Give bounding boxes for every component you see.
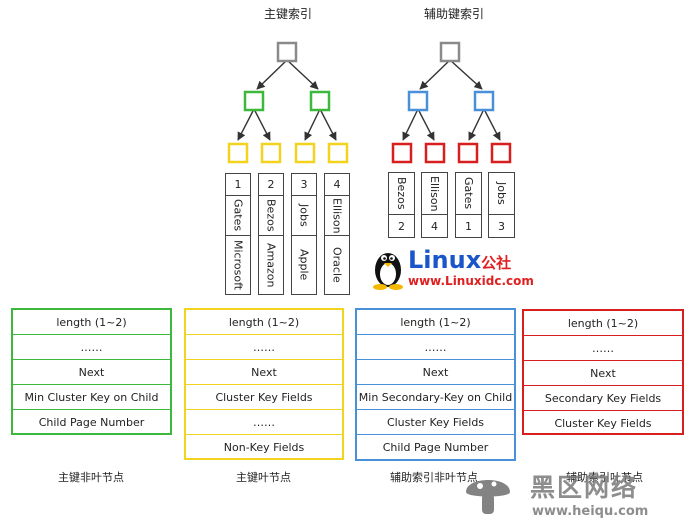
- structure-row: Child Page Number: [38, 416, 145, 429]
- structure-row: ……: [357, 335, 514, 360]
- record-company: Microsoft: [231, 239, 245, 291]
- structure-row: Cluster Key Fields: [357, 410, 514, 435]
- record-name: Bezos: [264, 199, 278, 232]
- record-id: 3: [498, 219, 505, 233]
- record-id: 4: [333, 178, 341, 191]
- record-id: 2: [267, 178, 275, 191]
- primary-record-3: 3 Jobs Apple: [291, 173, 317, 295]
- primary-leaf-node-4: [327, 142, 349, 164]
- primary-leaf-structure: length (1~2) …… Next Cluster Key Fields …: [184, 308, 344, 460]
- structure-row: length (1~2): [186, 310, 342, 335]
- watermark-text: 黑区网络: [530, 473, 639, 502]
- secondary-leaf-structure: length (1~2) …… Next Secondary Key Field…: [522, 309, 684, 435]
- watermark-url: www.heiqu.com: [532, 504, 649, 519]
- structure-row: Min Secondary-Key on Child: [357, 385, 514, 410]
- structure-row: ……: [13, 335, 170, 360]
- secondary-internal-node-left: [407, 90, 429, 112]
- secondary-leaf-node-3: [457, 142, 479, 164]
- primary-record-2: 2 Bezos Amazon: [258, 173, 284, 295]
- primary-index-title: 主键索引: [264, 7, 313, 21]
- primary-leaf-caption: 主键叶节点: [236, 471, 291, 484]
- secondary-record-3: Gates 1: [455, 172, 482, 238]
- linuxidc-logo: Linux公社 www.Linuxidc.com: [370, 244, 540, 290]
- primary-internal-node-left: [243, 90, 265, 112]
- record-company: Amazon: [264, 242, 278, 288]
- primary-leaf-node-2: [260, 142, 282, 164]
- record-name: Jobs: [297, 204, 311, 227]
- structure-row: Next: [186, 360, 342, 385]
- secondary-leaf-node-1: [391, 142, 413, 164]
- secondary-leaf-caption: 辅助索引叶节点: [566, 471, 643, 484]
- primary-record-1: 1 Gates Microsoft: [225, 173, 251, 295]
- tux-penguin-icon: [373, 253, 403, 290]
- record-name: Ellison: [428, 175, 441, 212]
- primary-nonleaf-structure: length (1~2) …… Next Min Cluster Key on …: [11, 308, 172, 435]
- mushroom-logo-icon: [466, 480, 510, 514]
- primary-root-node: [276, 41, 298, 63]
- secondary-internal-node-right: [473, 90, 495, 112]
- record-name: Jobs: [495, 182, 508, 205]
- record-name: Gates: [462, 177, 475, 210]
- primary-leaf-node-3: [294, 142, 316, 164]
- record-company: Oracle: [330, 247, 344, 283]
- secondary-record-4: Jobs 3: [488, 172, 515, 238]
- primary-leaf-node-1: [227, 142, 249, 164]
- record-id: 3: [300, 178, 308, 191]
- secondary-leaf-node-2: [424, 142, 446, 164]
- structure-row: Cluster Key Fields: [554, 417, 652, 430]
- secondary-record-2: Ellison 4: [421, 172, 448, 238]
- structure-row: Next: [13, 360, 170, 385]
- record-id: 4: [431, 219, 438, 233]
- secondary-nonleaf-structure: length (1~2) …… Next Min Secondary-Key o…: [355, 308, 516, 461]
- structure-row: length (1~2): [524, 311, 682, 336]
- structure-row: ……: [186, 335, 342, 360]
- logo-brand: Linux: [408, 246, 482, 274]
- structure-row: Non-Key Fields: [223, 441, 305, 454]
- record-name: Gates: [231, 199, 245, 232]
- structure-row: Cluster Key Fields: [186, 385, 342, 410]
- primary-record-4: 4 Ellison Oracle: [324, 173, 350, 295]
- structure-row: Min Cluster Key on Child: [13, 385, 170, 410]
- heiqu-watermark: 黑区网络 www.heiqu.com: [458, 462, 694, 529]
- secondary-record-1: Bezos 2: [388, 172, 415, 238]
- logo-brand-cn: 公社: [481, 254, 512, 272]
- structure-row: ……: [524, 336, 682, 361]
- record-name: Bezos: [395, 177, 408, 210]
- record-name: Ellison: [330, 197, 344, 234]
- secondary-leaf-node-4: [490, 142, 512, 164]
- secondary-index-title: 辅助键索引: [424, 7, 485, 21]
- primary-internal-node-right: [309, 90, 331, 112]
- record-id: 2: [398, 219, 405, 233]
- record-id: 1: [234, 178, 242, 191]
- structure-row: length (1~2): [13, 310, 170, 335]
- primary-nonleaf-caption: 主键非叶节点: [58, 471, 124, 484]
- structure-row: Next: [357, 360, 514, 385]
- structure-row: ……: [186, 410, 342, 435]
- structure-row: Child Page Number: [382, 441, 489, 454]
- structure-row: length (1~2): [357, 310, 514, 335]
- secondary-root-node: [439, 41, 461, 63]
- structure-row: Secondary Key Fields: [524, 386, 682, 411]
- secondary-nonleaf-caption: 辅助索引非叶节点: [390, 471, 478, 484]
- structure-row: Next: [524, 361, 682, 386]
- record-company: Apple: [297, 249, 311, 281]
- logo-url: www.Linuxidc.com: [408, 274, 534, 288]
- record-id: 1: [465, 219, 472, 233]
